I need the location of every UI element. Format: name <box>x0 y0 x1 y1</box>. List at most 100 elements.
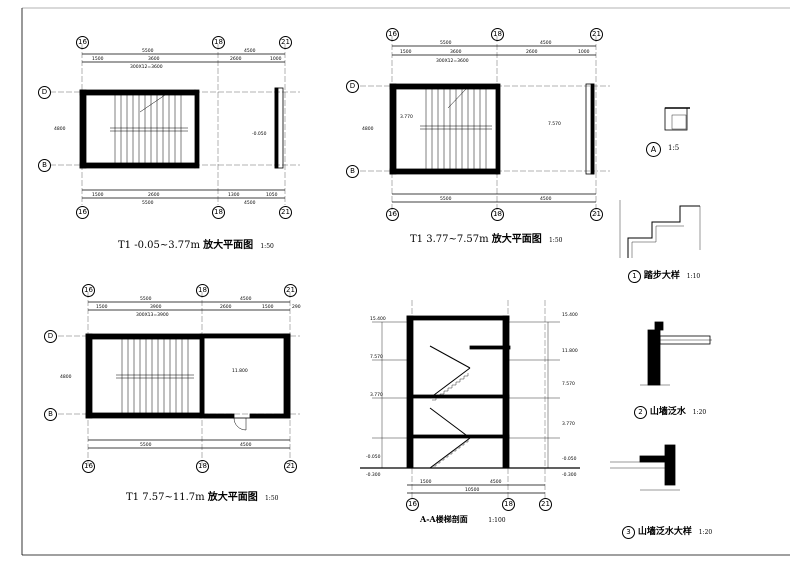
dim-text: 300X12=3600 <box>436 58 469 64</box>
detail-2 <box>640 321 712 386</box>
axis-bubble: 21 <box>279 206 292 219</box>
section-level: 3.770 <box>370 392 383 398</box>
dim-text: 5500 <box>142 48 154 54</box>
dim-text: 5500 <box>142 200 154 206</box>
dim-text: 2600 <box>220 304 232 310</box>
plan-1-name: T1 -0.05~3.77m <box>118 240 200 251</box>
plan-3 <box>58 292 300 468</box>
detail-step <box>619 200 701 258</box>
dim-text: 1500 <box>96 304 108 310</box>
level-text: 3.770 <box>400 114 413 120</box>
section-level: -0.050 <box>366 454 381 460</box>
detail-1-mark: 1 <box>628 270 641 283</box>
dim-text: 5500 <box>140 296 152 302</box>
axis-bubble: 18 <box>196 460 209 473</box>
axis-bubble: B <box>44 408 57 421</box>
detail-3-scale: 1:20 <box>698 529 713 536</box>
dim-text: 4800 <box>54 126 66 132</box>
plan-3-title: T1 7.57~11.7m 放大平面图 1:50 <box>126 488 278 503</box>
section-level: 7.570 <box>370 354 383 360</box>
detail-1-name: 踏步大样 <box>643 271 680 281</box>
axis-bubble: 18 <box>491 28 504 41</box>
detail-3-title: 3 山墙泛水大样 1:20 <box>622 524 712 539</box>
dim-text: 300X13=3900 <box>136 312 169 318</box>
axis-bubble: 21 <box>279 36 292 49</box>
dim-text: 4500 <box>240 296 252 302</box>
dim-text: 1500 <box>400 49 412 55</box>
detail-3-name: 山墙泛水大样 <box>637 527 692 537</box>
plan-2-scale: 1:50 <box>548 237 563 244</box>
dim-text: 5500 <box>140 442 152 448</box>
dim-text: 4500 <box>490 479 502 485</box>
axis-bubble: 16 <box>386 208 399 221</box>
axis-bubble: 18 <box>196 284 209 297</box>
section-level: -0.050 <box>562 456 577 462</box>
section-scale: 1:100 <box>488 517 506 524</box>
dim-text: 1000 <box>578 49 590 55</box>
dim-text: 5500 <box>440 196 452 202</box>
axis-bubble: 16 <box>76 206 89 219</box>
dim-text: 2600 <box>230 56 242 62</box>
axis-bubble: 21 <box>539 498 552 511</box>
dim-text: 1500 <box>92 56 104 62</box>
axis-bubble: B <box>38 159 51 172</box>
section-level: 15.400 <box>562 312 578 318</box>
section-level: -0.300 <box>366 472 381 478</box>
detail-2-name: 山墙泛水 <box>649 407 686 417</box>
axis-bubble: B <box>346 165 359 178</box>
plan-1 <box>50 44 300 205</box>
level-text: 7.570 <box>548 121 561 127</box>
axis-bubble: 18 <box>502 498 515 511</box>
detail-2-mark: 2 <box>634 406 647 419</box>
dim-text: 2600 <box>148 192 160 198</box>
section-name: A-A楼梯剖面 <box>420 514 468 524</box>
dim-text: 4500 <box>244 48 256 54</box>
detail-a-scale: 1:5 <box>668 144 680 152</box>
dim-text: 4800 <box>362 126 374 132</box>
plan-2-title: T1 3.77~7.57m 放大平面图 1:50 <box>410 230 562 245</box>
dim-text: 1300 <box>228 192 240 198</box>
section-level: 3.770 <box>562 421 575 427</box>
dim-text: 1050 <box>266 192 278 198</box>
plan-1-scale: 1:50 <box>260 243 274 250</box>
plan-3-scale: 1:50 <box>264 495 279 502</box>
axis-bubble: 21 <box>590 28 603 41</box>
axis-bubble: 16 <box>386 28 399 41</box>
detail-2-scale: 1:20 <box>692 409 707 416</box>
detail-1-scale: 1:10 <box>686 273 701 280</box>
axis-bubble: 21 <box>284 460 297 473</box>
section-level: 7.570 <box>562 381 575 387</box>
plan-2 <box>360 36 610 215</box>
axis-bubble: 21 <box>284 284 297 297</box>
dim-text: 4500 <box>244 200 256 206</box>
section-level: 11.800 <box>562 348 578 354</box>
section-level: -0.300 <box>562 472 577 478</box>
plan-1-suffix: 放大平面图 <box>203 240 254 251</box>
dim-text: 1000 <box>270 56 282 62</box>
detail-3-mark: 3 <box>622 526 635 539</box>
axis-bubble: 16 <box>82 284 95 297</box>
dim-text: 10500 <box>465 487 479 493</box>
dim-text: 4500 <box>540 196 552 202</box>
dim-text: 1500 <box>262 304 274 310</box>
axis-bubble: 18 <box>491 208 504 221</box>
axis-bubble: D <box>38 86 51 99</box>
dim-text: 3600 <box>148 56 160 62</box>
dim-text: 1500 <box>92 192 104 198</box>
dim-text: 4800 <box>60 374 72 380</box>
dim-text: 3600 <box>450 49 462 55</box>
dim-text: 300X12=3600 <box>130 64 163 70</box>
dim-text: 4500 <box>540 40 552 46</box>
level-text: 11.800 <box>232 368 248 374</box>
section-level: 15.400 <box>370 316 386 322</box>
dim-text: 4500 <box>240 442 252 448</box>
section-aa <box>360 300 580 500</box>
detail-a <box>664 107 690 131</box>
axis-bubble: 18 <box>212 36 225 49</box>
dim-text: 2600 <box>526 49 538 55</box>
section-title: A-A楼梯剖面 1:100 <box>420 514 506 525</box>
dim-text: 290 <box>292 304 301 310</box>
axis-bubble: 16 <box>82 460 95 473</box>
